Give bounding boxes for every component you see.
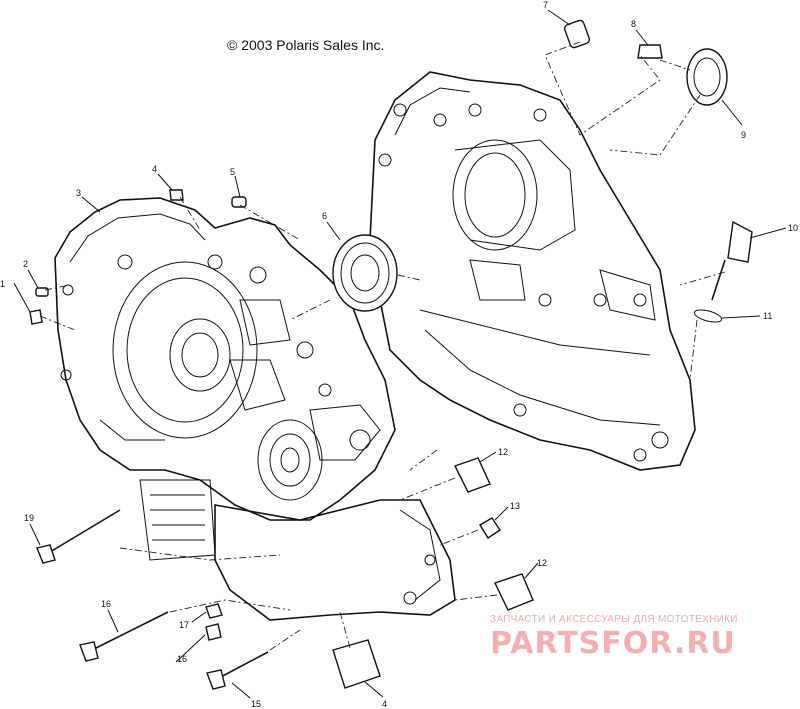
dowel-pin-7 [563,19,591,49]
callout-1: 1 [0,279,5,289]
callout-4-bottom: 4 [382,699,387,709]
callout-5: 5 [230,167,235,177]
callout-12-lower: 12 [537,558,547,568]
callout-16-upper: 16 [101,599,111,609]
callout-8: 8 [631,19,636,29]
assembly-lines [39,41,726,651]
small-bolt-1 [29,309,43,325]
callout-9: 9 [741,130,746,140]
callout-3: 3 [76,188,81,198]
left-crankcase-half [54,197,456,621]
bolt-19 [36,509,121,564]
fitting-12-lower [494,573,534,611]
callout-6: 6 [322,211,327,221]
nut-13 [479,517,501,539]
plug-8 [637,44,663,59]
right-crankcase-half [369,71,696,471]
callout-4-top: 4 [152,164,157,174]
callout-12-upper: 12 [498,447,508,457]
pin-2 [35,287,49,297]
fitting-14 [332,639,381,689]
watermark-logo: PARTSFOR.RU [490,626,736,661]
callout-17: 17 [179,620,189,630]
plug-16-small [205,623,222,641]
callout-16-lower: 16 [177,654,187,664]
plug-4 [169,189,184,201]
dipstick-10 [711,220,753,301]
callout-10: 10 [788,223,798,233]
callout-7: 7 [543,0,548,10]
watermark-tagline: ЗАПЧАСТИ И АКСЕССУАРЫ ДЛЯ МОТОТЕХНИКИ [490,614,738,625]
callout-11: 11 [763,311,772,321]
bolt-15 [206,651,269,690]
bolt-16-long [79,611,169,662]
fitting-12-upper [454,457,491,493]
leader-lines [13,9,787,699]
callout-15: 15 [251,699,261,709]
oil-seal-9 [686,48,728,106]
callout-13: 13 [510,501,520,511]
pin-5 [231,196,247,208]
callout-2: 2 [23,259,28,269]
callout-19: 19 [24,513,34,523]
o-ring-11 [693,309,723,323]
copyright-notice: © 2003 Polaris Sales Inc. [227,37,385,53]
bearing-6 [332,234,398,312]
nut-17 [205,603,223,619]
